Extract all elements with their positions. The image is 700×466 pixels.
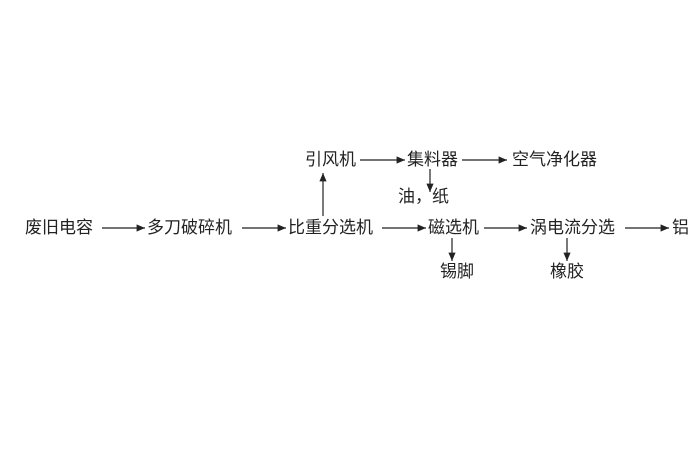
node-aluminum: 铝: [672, 218, 689, 238]
node-induced-draft-fan: 引风机: [305, 150, 356, 170]
node-collector: 集料器: [407, 150, 458, 170]
node-multi-blade-crusher: 多刀破碎机: [147, 218, 232, 238]
node-oil-paper: 油，纸: [398, 187, 449, 207]
node-air-purifier: 空气净化器: [512, 150, 597, 170]
node-gravity-separator: 比重分选机: [288, 218, 373, 238]
node-rubber: 橡胶: [550, 262, 584, 282]
node-magnetic-separator: 磁选机: [428, 218, 479, 238]
node-tin-leads: 锡脚: [440, 262, 474, 282]
node-waste-capacitor: 废旧电容: [25, 218, 93, 238]
node-eddy-current-separator: 涡电流分选: [530, 218, 615, 238]
